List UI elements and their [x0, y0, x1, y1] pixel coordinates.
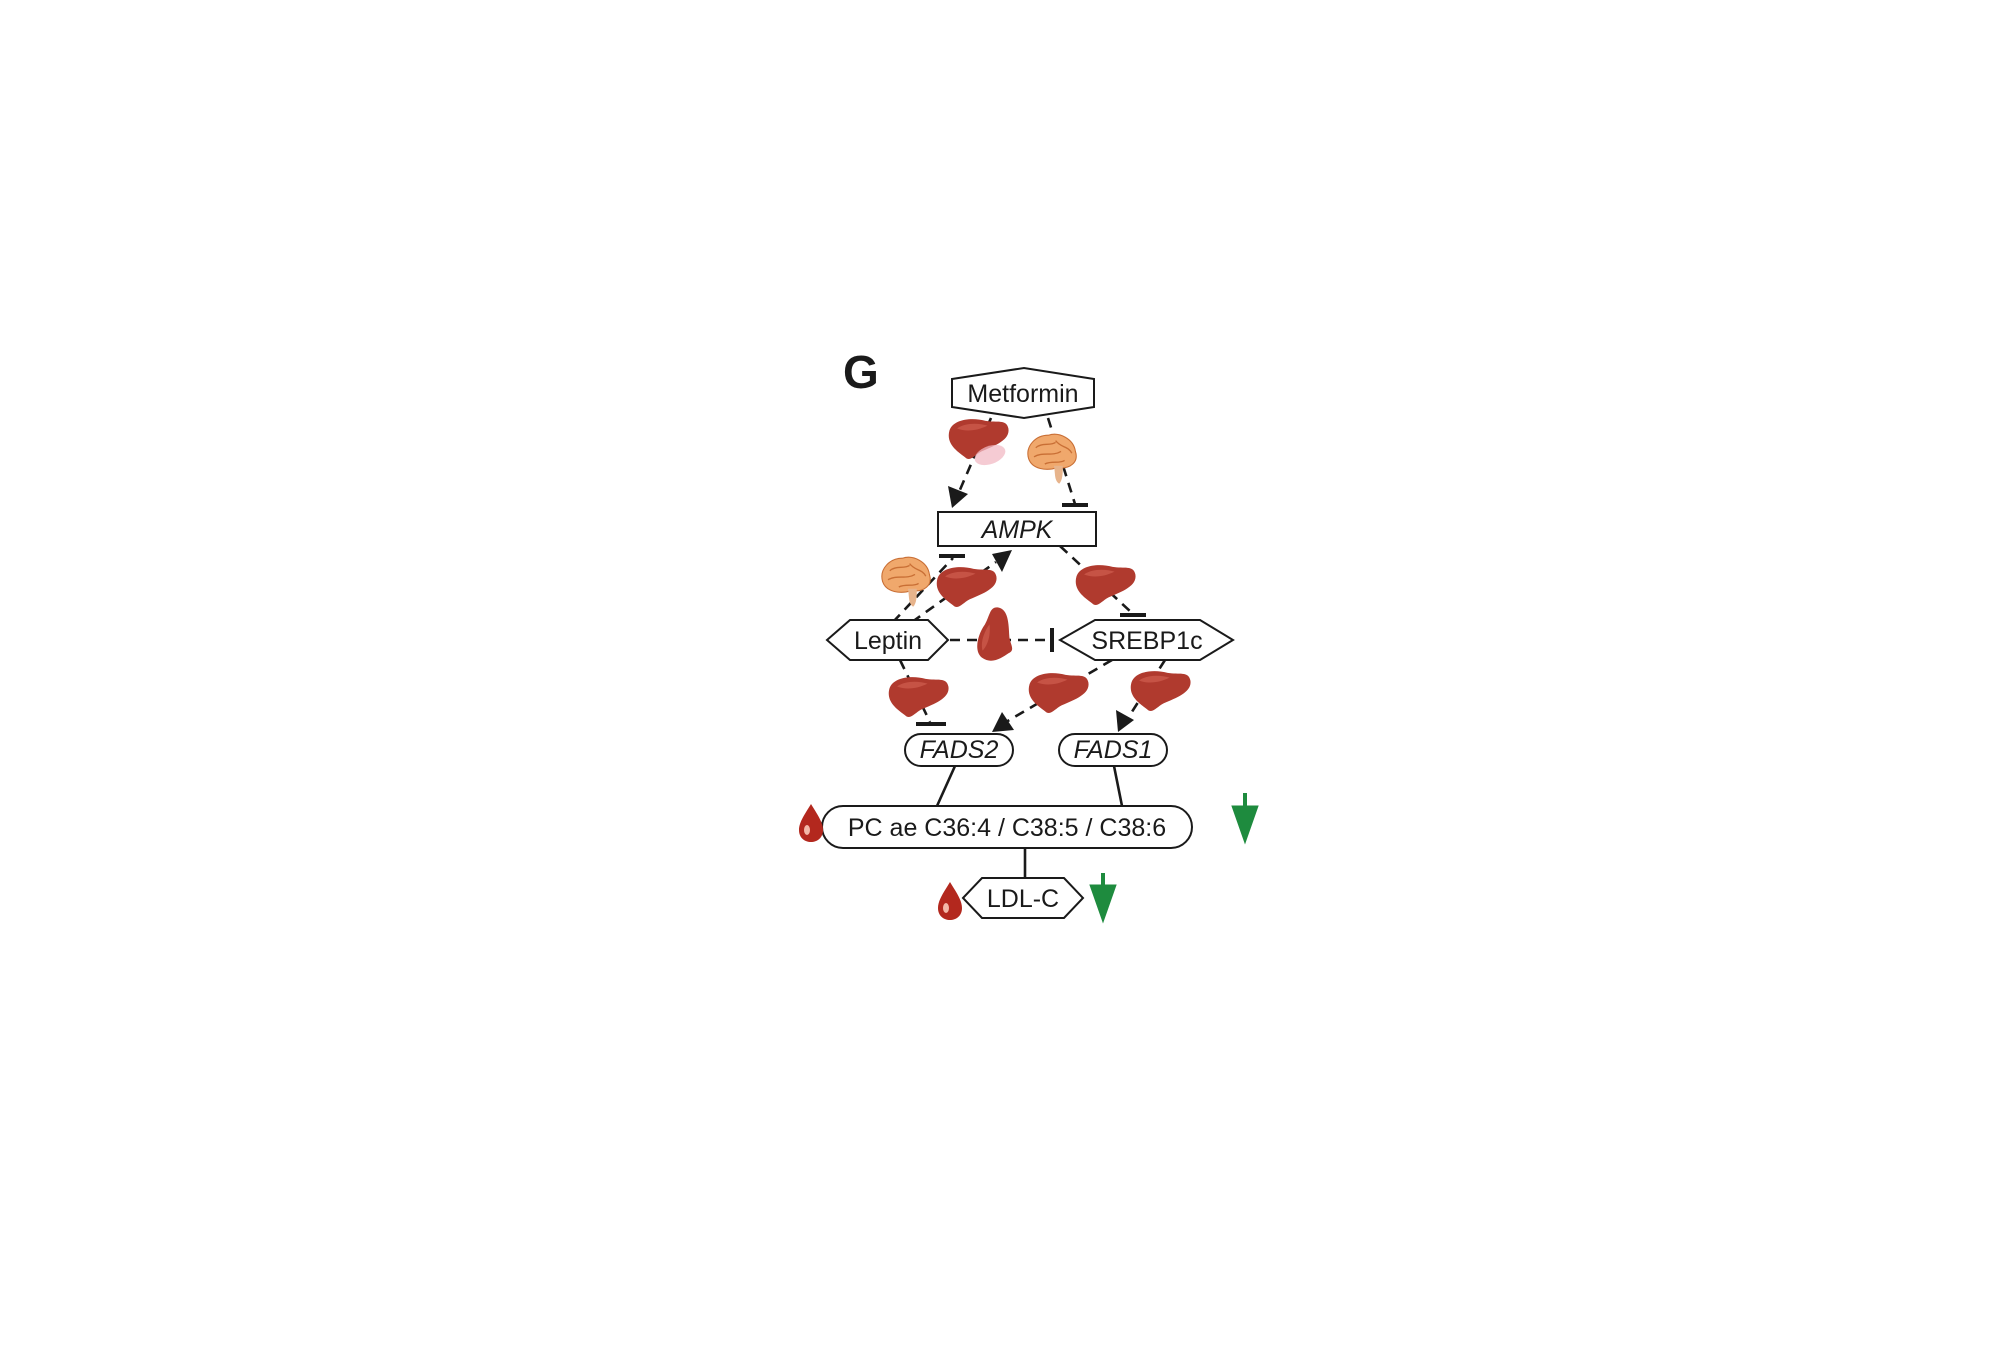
node-label-pc: PC ae C36:4 / C38:5 / C38:6 [848, 814, 1166, 842]
arrowhead [992, 712, 1014, 732]
edge-metformin-ampk-inhibit [1046, 417, 1077, 505]
liver-icon [1130, 671, 1191, 712]
liver-icon [1075, 565, 1136, 606]
node-label-fads2: FADS2 [920, 736, 999, 764]
liver-icon [1028, 673, 1089, 714]
node-ldlc: LDL-C [961, 877, 1085, 919]
node-label-srebp1c: SREBP1c [1091, 627, 1202, 655]
node-ampk: AMPK [937, 511, 1097, 547]
node-label-fads1: FADS1 [1074, 736, 1153, 764]
blood-drop-icon [938, 882, 962, 920]
tissue-icons [881, 419, 1191, 718]
down-arrow-icon [1231, 793, 1259, 845]
node-label-ampk: AMPK [980, 516, 1054, 544]
edge-srebp1c-fads2-activate [1005, 658, 1113, 724]
arrowhead [1116, 710, 1134, 732]
liver-icon [888, 677, 949, 718]
node-label-metformin: Metformin [967, 380, 1078, 408]
blood-drop-icon [799, 804, 823, 842]
arrowhead [948, 486, 968, 508]
node-label-leptin: Leptin [854, 627, 922, 655]
panel-label: G [843, 346, 879, 398]
node-fads2: FADS2 [904, 733, 1014, 767]
edge-fads2-pc [935, 765, 957, 807]
liver-icon [936, 567, 997, 608]
node-label-ldlc: LDL-C [987, 885, 1059, 913]
node-metformin: Metformin [951, 366, 1095, 420]
node-leptin: Leptin [825, 619, 950, 661]
down-arrow-icon [1089, 873, 1117, 924]
arrowhead [992, 550, 1012, 572]
node-pc: PC ae C36:4 / C38:5 / C38:6 [821, 805, 1193, 849]
node-srebp1c: SREBP1c [1057, 619, 1235, 661]
liver-icon [972, 604, 1025, 668]
brain-icon [881, 556, 931, 608]
brain-icon [1027, 433, 1077, 485]
edge-fads1-pc [1112, 765, 1124, 807]
node-fads1: FADS1 [1058, 733, 1168, 767]
muscle-icon [974, 444, 1006, 466]
